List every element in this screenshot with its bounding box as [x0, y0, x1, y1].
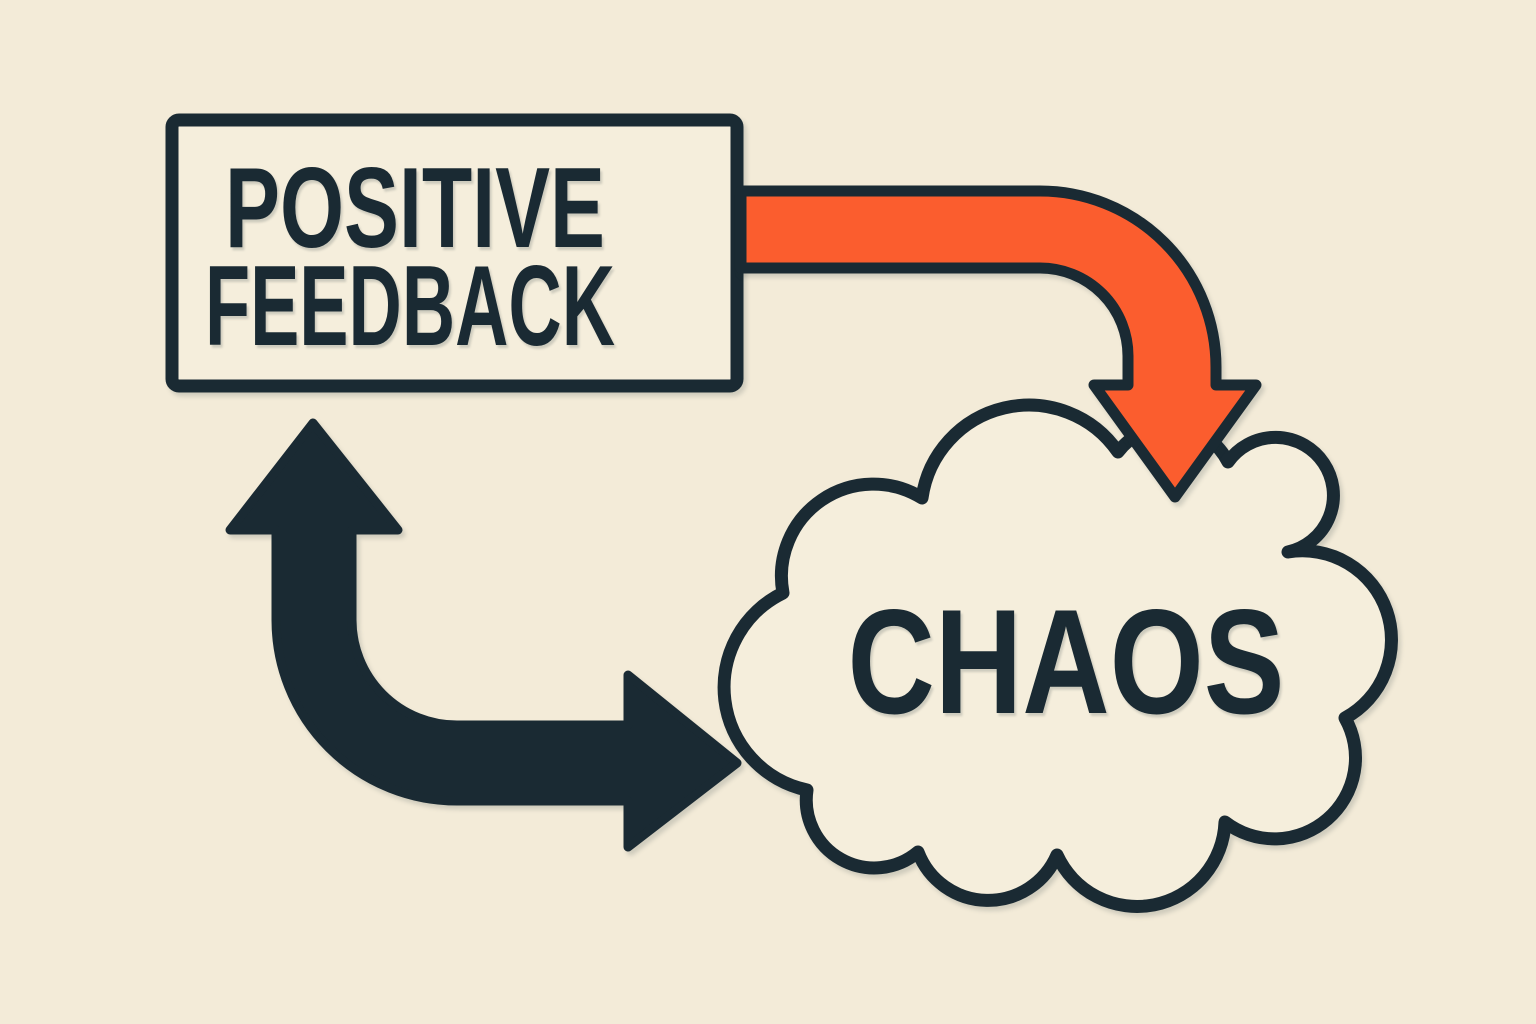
chaos-cloud: CHAOS	[717, 398, 1398, 913]
return-arrow-icon	[225, 418, 742, 852]
feedback-box: POSITIVE FEEDBACK	[165, 113, 744, 393]
feedback-box-label-line1: POSITIVE	[225, 145, 605, 272]
forward-arrow-icon	[735, 185, 1262, 503]
cloud-shape	[717, 398, 1398, 913]
cloud-label: CHAOS	[848, 578, 1285, 745]
orange-elbow-arrow-shape	[735, 185, 1262, 503]
feedback-box-label-line2: FEEDBACK	[205, 243, 615, 370]
dark-elbow-arrow-shape	[225, 418, 742, 852]
